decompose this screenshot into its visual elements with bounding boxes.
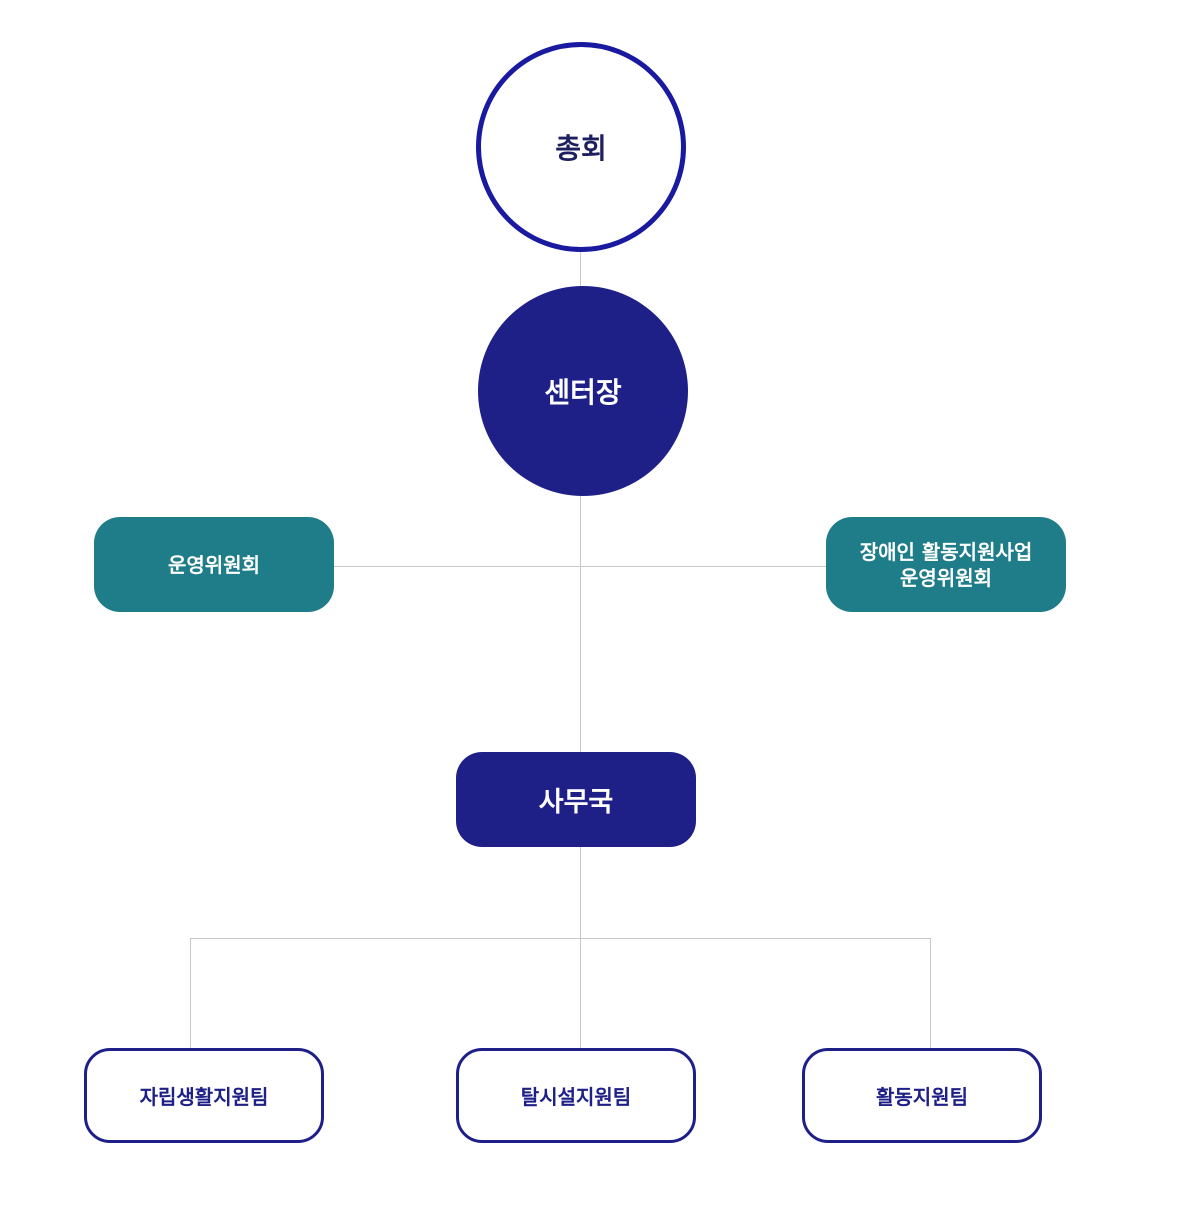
general-assembly-node: 총회 (476, 42, 686, 252)
steering-committee-node: 운영위원회 (94, 517, 334, 612)
team-node-deinstitutionalization: 탈시설지원팀 (456, 1048, 696, 1143)
connector-committees (333, 566, 827, 567)
connector-trunk (580, 250, 581, 1050)
center-director-label: 센터장 (544, 376, 622, 409)
connector-teams-horizontal (190, 938, 931, 939)
team-node-activity-support: 활동지원팀 (802, 1048, 1042, 1143)
secretariat-node: 사무국 (456, 752, 696, 847)
secretariat-label: 사무국 (538, 787, 614, 818)
general-assembly-label: 총회 (555, 132, 607, 165)
team-label: 탈시설지원팀 (520, 1085, 632, 1109)
steering-committee-label: 운영위원회 (168, 552, 260, 577)
activity-support-committee-label-line1: 장애인 활동지원사업 (859, 539, 1033, 564)
connector-team-left (190, 938, 191, 1050)
team-node-independent-living: 자립생활지원팀 (84, 1048, 324, 1143)
team-label: 자립생활지원팀 (139, 1085, 269, 1109)
team-label: 활동지원팀 (876, 1085, 968, 1109)
activity-support-committee-label-line2: 운영위원회 (900, 565, 992, 590)
center-director-node: 센터장 (478, 286, 688, 496)
activity-support-committee-node: 장애인 활동지원사업 운영위원회 (826, 517, 1066, 612)
connector-team-right (930, 938, 931, 1050)
